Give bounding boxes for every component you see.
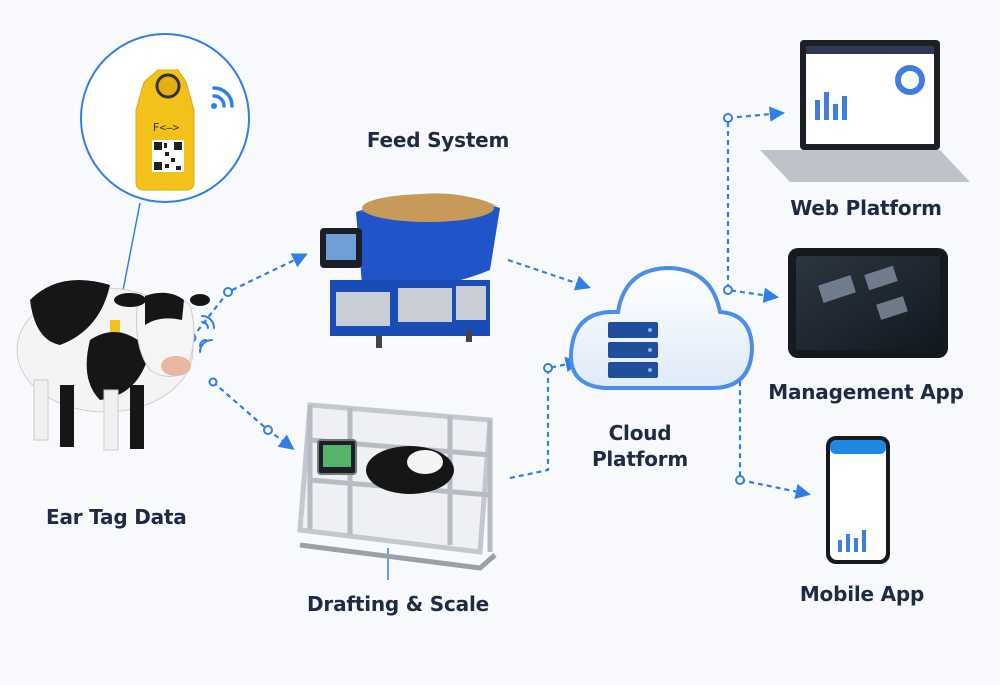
arrow-drafting-to-cloud bbox=[509, 356, 582, 480]
cow-icon bbox=[16, 280, 210, 451]
tablet-icon bbox=[788, 248, 948, 358]
arrow-feed-to-cloud bbox=[507, 258, 591, 291]
wifi-icon bbox=[211, 86, 234, 109]
svg-text:F<—>: F<—> bbox=[153, 121, 180, 134]
cloud-server-icon bbox=[569, 265, 755, 390]
arrow-cloud-to-web bbox=[726, 106, 786, 262]
label-web-platform: Web Platform bbox=[790, 196, 942, 220]
label-drafting-scale: Drafting & Scale bbox=[307, 592, 489, 616]
weigh-crate-icon bbox=[297, 402, 497, 571]
label-cloud-line1: Cloud bbox=[608, 421, 672, 445]
label-feed-system: Feed System bbox=[366, 128, 510, 152]
label-cloud-line2: Platform bbox=[591, 447, 689, 471]
arrow-cloud-to-management bbox=[726, 248, 780, 303]
signal-icon bbox=[199, 315, 215, 353]
label-ear-tag-data: Ear Tag Data bbox=[46, 505, 187, 529]
label-mobile-app: Mobile App bbox=[799, 582, 925, 606]
label-management-app: Management App bbox=[768, 380, 964, 404]
laptop-icon bbox=[760, 40, 970, 182]
phone-icon bbox=[826, 436, 890, 564]
ear-tag-icon: F<—> bbox=[80, 33, 250, 203]
label-cloud-platform: Cloud Platform bbox=[592, 420, 688, 472]
arrow-cow-to-feed bbox=[191, 253, 308, 339]
feed-mixer-icon bbox=[320, 193, 500, 348]
arrow-cow-to-drafting bbox=[212, 381, 295, 450]
